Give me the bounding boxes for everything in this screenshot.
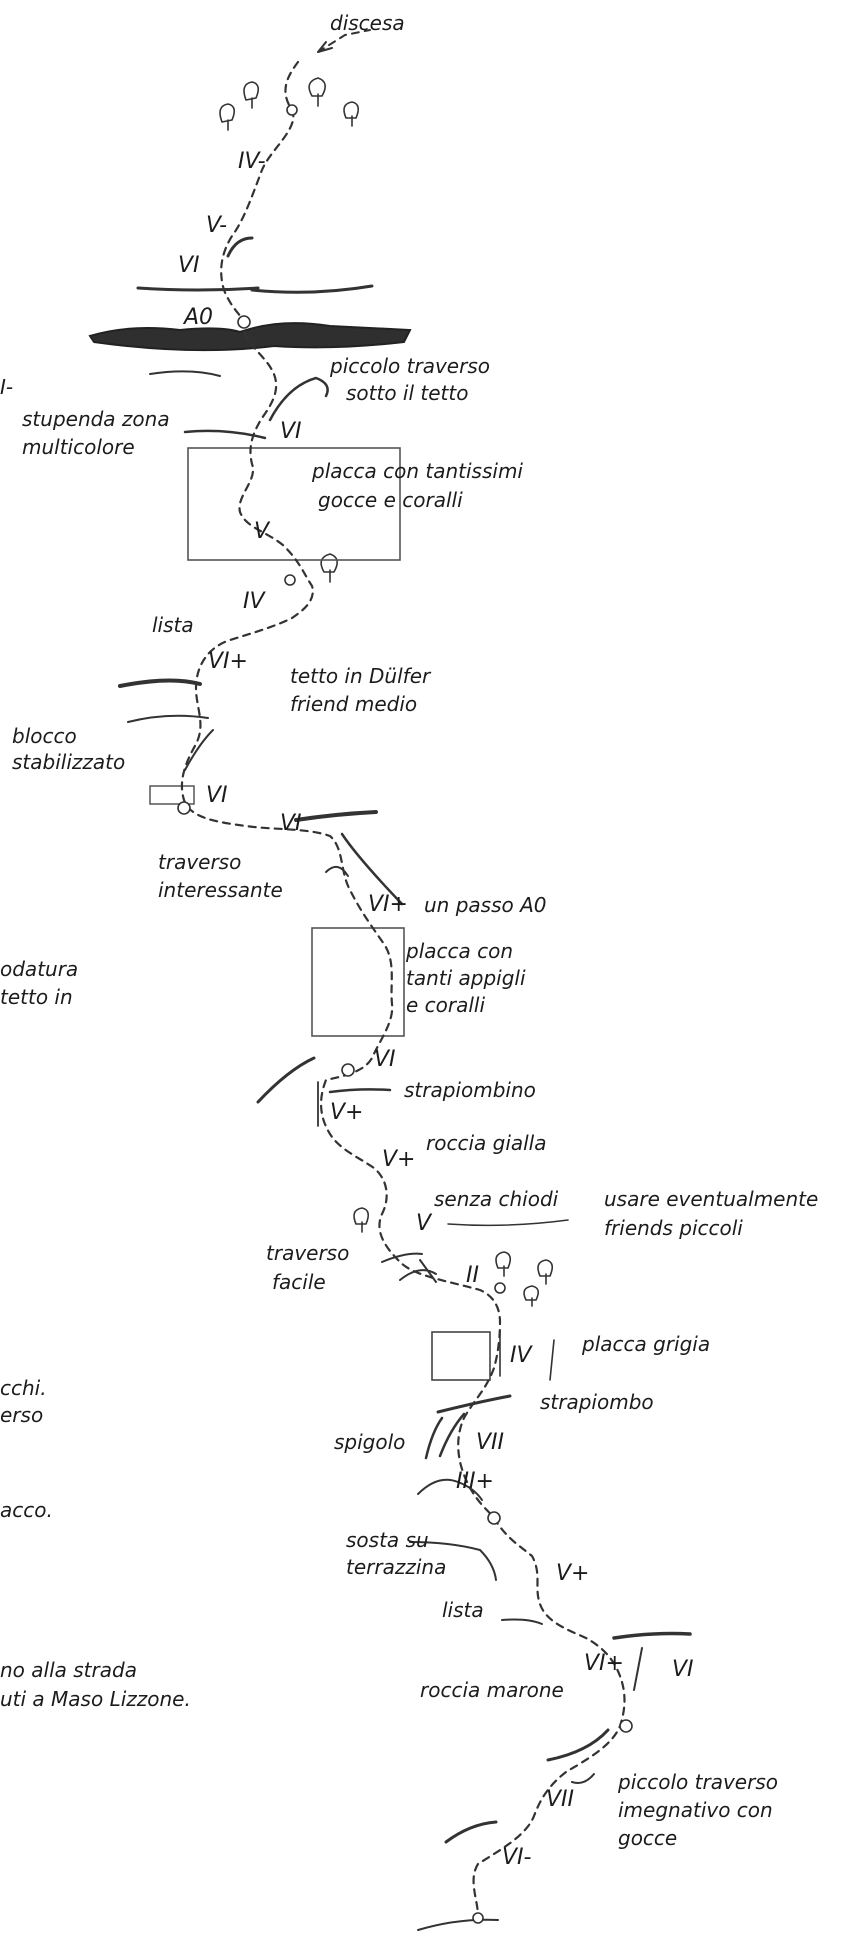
label-gocce-coralli: gocce e coralli — [318, 488, 463, 512]
label-piccolo-traverso-2: piccolo traverso — [618, 1770, 778, 1794]
label-multicolore: multicolore — [22, 435, 135, 459]
label-gocce: gocce — [618, 1826, 678, 1850]
grade-a0: A0 — [184, 305, 214, 330]
label-placca-con: placca con — [406, 939, 514, 963]
descent-arrow — [317, 29, 371, 53]
label-tetto-dulfer: tetto in Dülfer — [290, 664, 431, 688]
grade-vi-plus-2: VI+ — [584, 1651, 624, 1676]
rock-features — [88, 236, 692, 1931]
label-maso-lizzone-cut: uti a Maso Lizzone. — [0, 1687, 191, 1711]
label-placca-grigia: placca grigia — [582, 1332, 711, 1356]
grade-vi-6: VI — [672, 1657, 694, 1682]
grade-v-plus-2: V+ — [382, 1147, 416, 1172]
label-senza-chiodi: senza chiodi — [434, 1187, 559, 1211]
grade-vi-2: VI — [280, 419, 302, 444]
label-terrazzina: terrazzina — [346, 1555, 447, 1579]
label-sotto-il-tetto: sotto il tetto — [346, 381, 469, 405]
label-stabilizzato: stabilizzato — [12, 750, 126, 774]
label-traverso-interessante-2: interessante — [158, 878, 283, 902]
grade-iv-2: IV — [510, 1343, 532, 1368]
label-discesa: discesa — [330, 11, 405, 35]
label-lista-2: lista — [442, 1598, 484, 1622]
label-strapiombino: strapiombino — [404, 1078, 536, 1102]
label-no-alla-strada-cut: no alla strada — [0, 1658, 137, 1682]
label-spigolo: spigolo — [334, 1430, 406, 1454]
label-un-passo-a0: un passo A0 — [424, 893, 547, 917]
grade-ii: II — [466, 1263, 479, 1288]
label-e-coralli: e coralli — [406, 993, 486, 1017]
grade-vi-4: VI — [280, 811, 302, 836]
label-piccolo-traverso-1: piccolo traverso — [330, 354, 490, 378]
label-roccia-gialla: roccia gialla — [426, 1131, 547, 1155]
label-sosta-su: sosta su — [346, 1528, 429, 1552]
grade-v-plus-1: V+ — [330, 1100, 364, 1125]
belay-stations — [177, 104, 633, 1924]
grade-vi-3: VI — [206, 783, 228, 808]
grade-vii-1: VII — [476, 1430, 505, 1455]
label-friends-piccoli: friends piccoli — [604, 1216, 743, 1240]
grade-v-minus: V- — [206, 213, 228, 238]
label-acco-cut: acco. — [0, 1498, 53, 1522]
label-erso-cut: erso — [0, 1403, 44, 1427]
label-usare-eventualmente: usare eventualmente — [604, 1187, 819, 1211]
label-roccia-marone: roccia marone — [420, 1678, 564, 1702]
label-traverso-facile-1: traverso — [266, 1241, 350, 1265]
grade-vi-5: VI — [374, 1047, 396, 1072]
label-stupenda-zona: stupenda zona — [22, 407, 170, 431]
grade-iii-plus: III+ — [456, 1469, 494, 1494]
grade-v-2: V — [416, 1211, 432, 1236]
label-lista-1: lista — [152, 613, 194, 637]
label-i-minus-cut: I- — [0, 375, 14, 399]
grade-v-plus-3: V+ — [556, 1561, 590, 1586]
tree-icons — [219, 77, 554, 1307]
grade-vi-1: VI — [178, 253, 200, 278]
grade-vii-2: VII — [546, 1787, 575, 1812]
label-imegnativo-con: imegnativo con — [618, 1798, 773, 1822]
label-blocco: blocco — [12, 724, 77, 748]
label-tetto-in: tetto in — [0, 985, 73, 1009]
grade-vi-plus-1: VI+ — [208, 649, 248, 674]
grade-vi-minus: VI- — [502, 1845, 532, 1870]
grade-iv-1: IV — [243, 589, 265, 614]
label-traverso-facile-2: facile — [272, 1270, 326, 1294]
label-placca-tantissimi: placca con tantissimi — [312, 459, 523, 483]
label-cchi-cut: cchi. — [0, 1376, 47, 1400]
label-friend-medio: friend medio — [290, 692, 418, 716]
grade-vi-plus-passo: VI+ — [368, 892, 408, 917]
grade-v-1: V — [254, 519, 270, 544]
label-odatura: odatura — [0, 957, 79, 981]
label-tanti-appigli: tanti appigli — [406, 966, 526, 990]
grade-iv-minus-top: IV- — [238, 149, 266, 174]
label-strapiombo: strapiombo — [540, 1390, 654, 1414]
label-traverso-interessante-1: traverso — [158, 850, 242, 874]
